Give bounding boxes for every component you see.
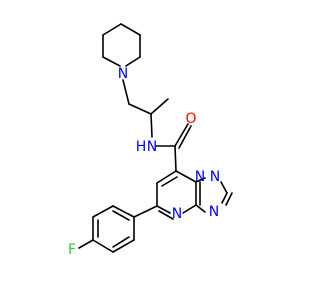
triazole-n2-label: N	[210, 169, 220, 185]
bond	[220, 181, 228, 194]
bond	[156, 170, 177, 184]
pyrimidine-nitrogen-label: N	[172, 206, 182, 222]
bond	[225, 192, 233, 206]
bond	[195, 204, 206, 213]
bond	[112, 239, 135, 253]
bond	[120, 23, 141, 36]
bond	[182, 204, 197, 214]
bond	[174, 123, 189, 147]
triazole-n4-label: N	[209, 204, 219, 220]
bond	[161, 176, 178, 187]
bond	[112, 236, 130, 248]
bond	[112, 205, 135, 218]
bond	[156, 205, 171, 214]
bond	[128, 103, 152, 115]
bond	[175, 170, 197, 183]
bond	[150, 113, 153, 138]
bond	[174, 145, 177, 172]
triazole-n1-label: N	[195, 169, 205, 185]
bond	[102, 56, 121, 67]
bond	[92, 239, 114, 253]
bond	[125, 56, 141, 67]
atom-labels: N N H O N N N N F	[68, 66, 220, 258]
molecule-canvas: N N H O N N N N F	[68, 23, 233, 258]
bond	[78, 239, 94, 249]
bond	[178, 125, 192, 149]
molecule-structure: N N H O N N N N F	[68, 23, 233, 258]
bond	[133, 205, 158, 218]
amide-hydrogen-label: H	[136, 139, 147, 155]
bond	[221, 192, 228, 204]
bonds	[78, 23, 233, 253]
carbonyl-oxygen-label: O	[185, 111, 196, 127]
piperidine-nitrogen-label: N	[118, 66, 128, 82]
bond	[122, 79, 130, 105]
bond	[102, 23, 122, 36]
bond	[112, 210, 130, 221]
fluorine-label: F	[68, 242, 76, 258]
bond	[92, 205, 114, 218]
bond	[150, 98, 169, 115]
amide-nitrogen-label: N	[147, 139, 157, 155]
bond	[195, 177, 206, 183]
bond	[158, 210, 174, 220]
